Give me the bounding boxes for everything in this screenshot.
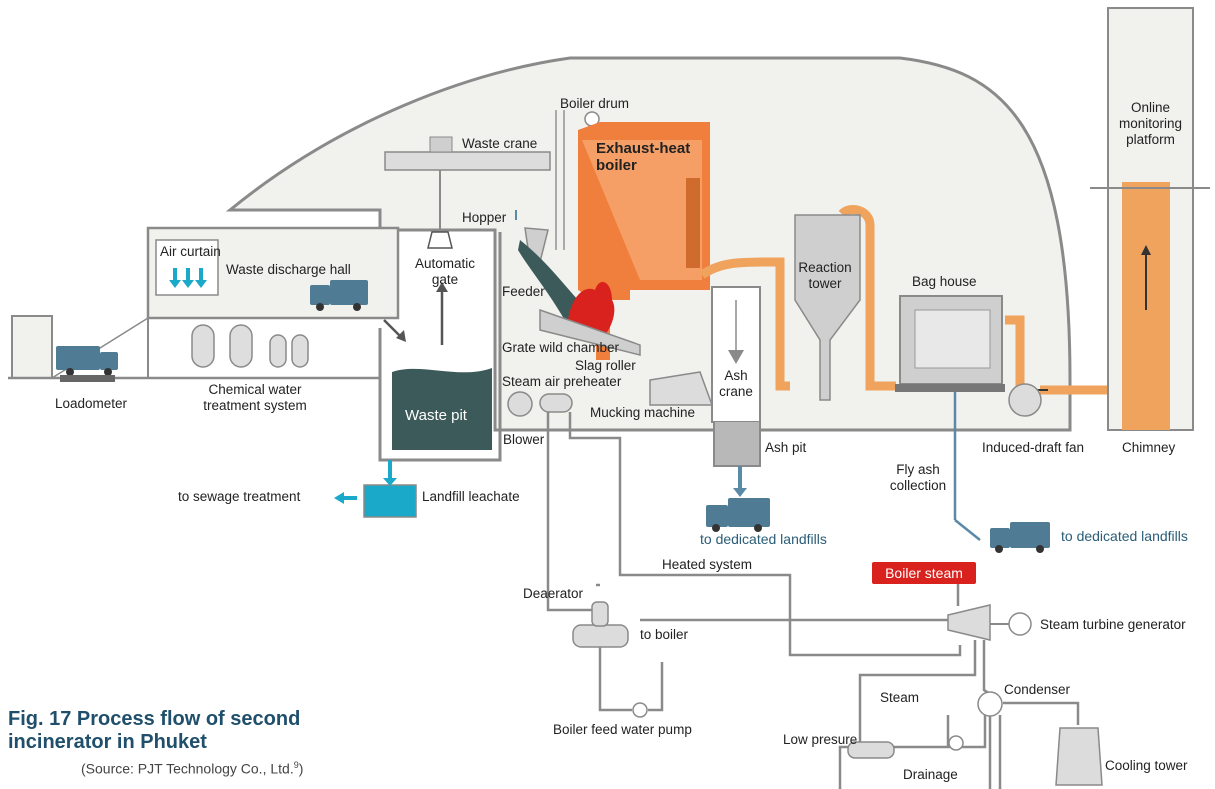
steam-turbine [948, 605, 990, 640]
deaerator [573, 625, 628, 647]
generator [1009, 613, 1031, 635]
label-low-presure: Low presure [783, 732, 857, 748]
label-slag-roller: Slag roller [575, 358, 636, 374]
label-drainage: Drainage [903, 767, 958, 783]
ash-pit [714, 422, 760, 466]
label-cooling-tower: Cooling tower [1105, 758, 1188, 774]
label-steam-air-preheater: Steam air preheater [502, 374, 621, 390]
label-to-dedicated-landfills-flyash: to dedicated landfills [1061, 528, 1188, 544]
condenser [978, 692, 1002, 716]
label-feeder: Feeder [502, 284, 545, 300]
label-ash-pit: Ash pit [765, 440, 806, 456]
chemical-tanks [192, 325, 308, 367]
label-bag-house: Bag house [912, 274, 977, 290]
truck-ash [706, 498, 770, 532]
label-mucking-machine: Mucking machine [590, 405, 695, 421]
truck-loadometer [56, 346, 118, 376]
feed-water-pump [633, 703, 647, 717]
label-steam: Steam [880, 690, 919, 706]
loadometer-building [12, 316, 52, 378]
label-induced-draft-fan: Induced-draft fan [982, 440, 1084, 456]
label-blower: Blower [503, 432, 544, 448]
crane-rail [385, 152, 550, 170]
label-waste-crane: Waste crane [462, 136, 537, 152]
label-air-curtain: Air curtain [160, 244, 221, 260]
label-boiler-steam: Boiler steam [872, 562, 976, 584]
label-boiler-feed-water-pump: Boiler feed water pump [553, 722, 692, 738]
label-waste-pit: Waste pit [405, 408, 467, 424]
label-hopper: Hopper [462, 210, 506, 226]
label-boiler-drum: Boiler drum [560, 96, 629, 112]
label-steam-turbine-generator: Steam turbine generator [1040, 617, 1186, 633]
crane-grab [428, 232, 452, 248]
air-curtain-arrows [169, 268, 207, 288]
cooling-tower [1056, 728, 1102, 785]
induced-draft-fan [1009, 384, 1041, 416]
label-condenser: Condenser [1004, 682, 1070, 698]
label-to-sewage: to sewage treatment [178, 489, 300, 505]
leachate-tank [364, 485, 416, 517]
steam-air-preheater [540, 394, 572, 412]
label-loadometer: Loadometer [55, 396, 127, 412]
label-heated-system: Heated system [662, 557, 752, 573]
condensate-pump [949, 736, 963, 750]
label-deaerator: Deaerator [523, 586, 583, 602]
label-waste-discharge-hall: Waste discharge hall [226, 262, 351, 278]
blower [508, 392, 532, 416]
label-landfill-leachate: Landfill leachate [422, 489, 520, 505]
label-to-boiler: to boiler [640, 627, 688, 643]
truck-flyash [990, 522, 1050, 553]
label-to-dedicated-landfills-ash: to dedicated landfills [700, 531, 827, 547]
figure-source: (Source: PJT Technology Co., Ltd.9) [81, 760, 303, 777]
label-grate-wild-chamber: Grate wild chamber [502, 340, 619, 356]
label-chimney: Chimney [1122, 440, 1175, 456]
